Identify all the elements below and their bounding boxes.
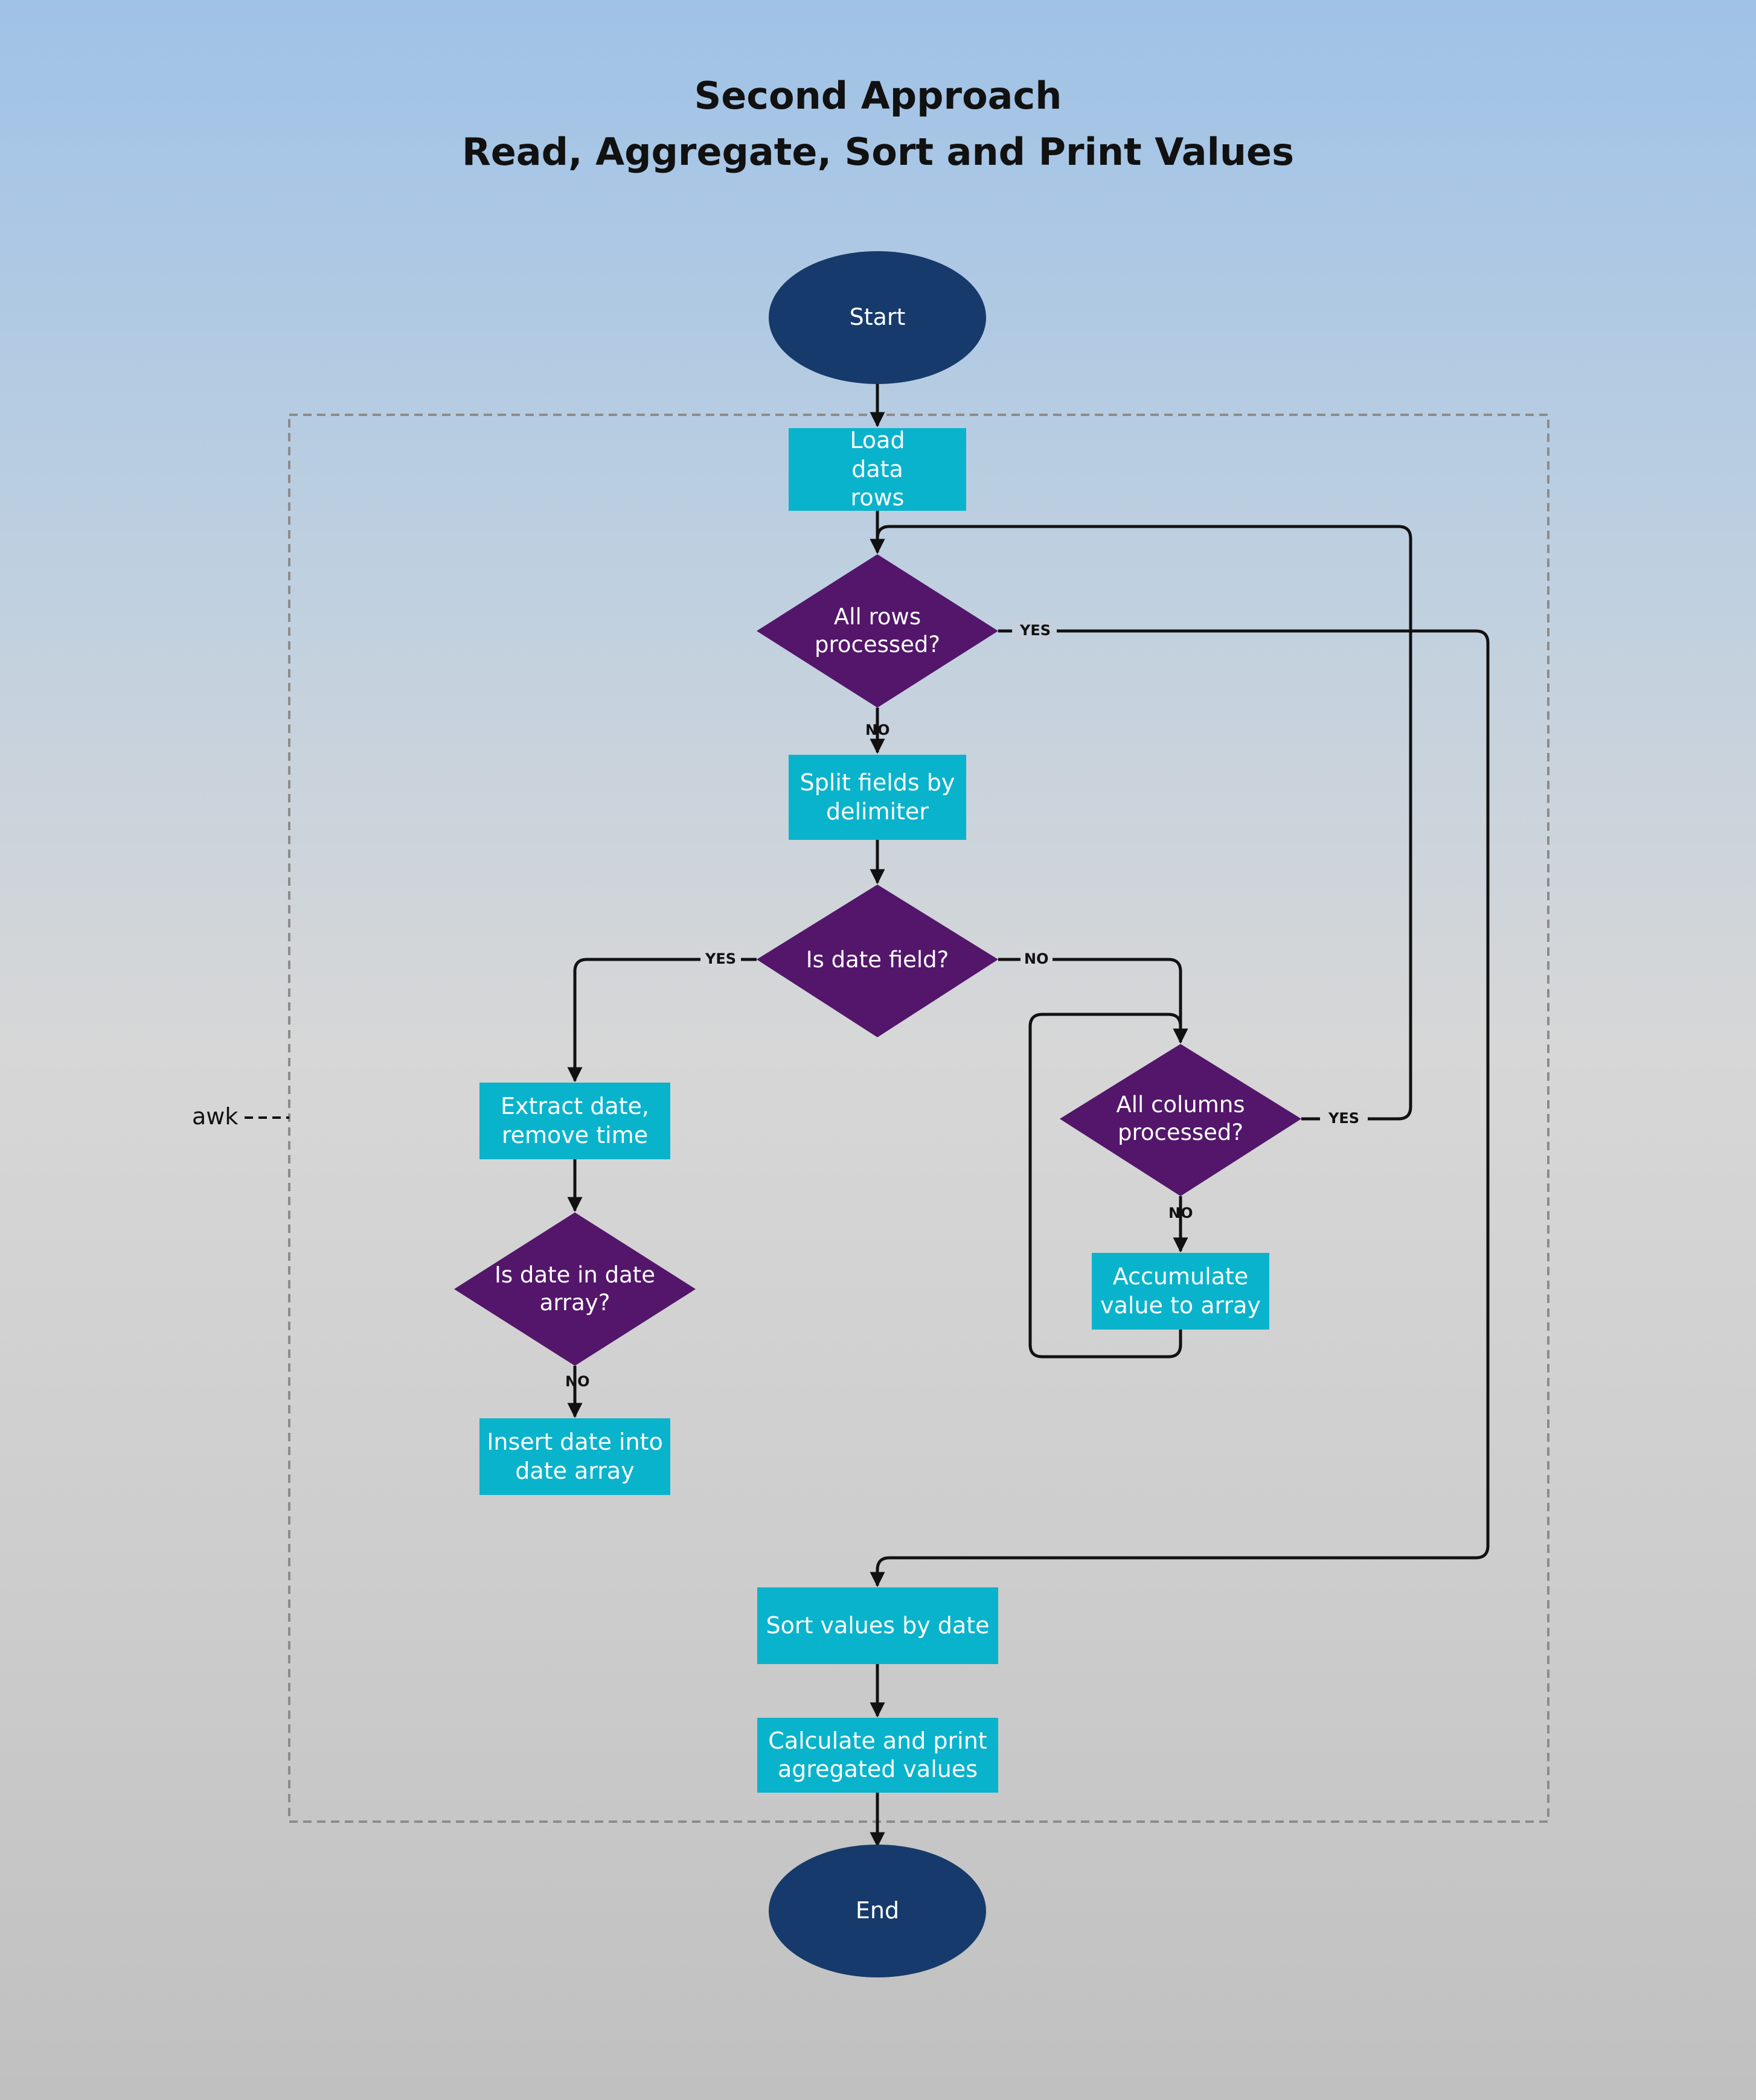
end-terminal — [769, 1845, 986, 1977]
insert-date-label: Insert date into date array — [487, 1429, 663, 1484]
diagram-title-line-2: Read, Aggregate, Sort and Print Values — [462, 130, 1294, 174]
edge-is-date-no-to-all-cols — [998, 958, 1188, 1044]
sort-values-label: Sort values by date — [766, 1612, 990, 1639]
calculate-print-label: Calculate and print agregated values — [768, 1727, 987, 1783]
awk-group-label: awk — [192, 1103, 239, 1130]
edge-label-in-array-no: NO — [565, 1373, 590, 1390]
sort-values-box — [757, 1587, 998, 1664]
is-date-field-decision — [757, 885, 998, 1037]
edge-all-rows-yes-to-sort — [870, 629, 1490, 1587]
split-fields-box — [789, 755, 966, 840]
edge-is-date-yes-to-extract — [567, 958, 757, 1083]
date-in-array-decision — [454, 1212, 696, 1366]
accumulate-value-label: Accumulate value to array — [1100, 1263, 1261, 1319]
edge-label-all-cols-yes: YES — [1320, 1110, 1368, 1127]
end-label: End — [855, 1897, 900, 1924]
edge-label-is-date-no: NO — [1021, 950, 1053, 967]
accumulate-value-box — [1092, 1253, 1269, 1330]
edge-label-is-date-yes: YES — [700, 950, 742, 967]
split-fields-label: Split fields by delimiter — [799, 769, 955, 825]
date-in-array-label: Is date in date array? — [494, 1261, 656, 1316]
all-rows-processed-decision — [757, 554, 998, 708]
edge-label-all-rows-yes: YES — [1020, 622, 1051, 639]
calculate-print-box — [757, 1718, 998, 1793]
start-label: Start — [849, 304, 906, 331]
extract-date-box — [479, 1083, 670, 1159]
extract-date-label: Extract date, remove time — [501, 1093, 649, 1148]
all-columns-processed-decision — [1060, 1044, 1301, 1196]
edge-label-all-cols-no: NO — [1168, 1205, 1193, 1221]
all-columns-processed-label: All columns processed? — [1116, 1091, 1245, 1145]
load-data-rows-box — [789, 428, 966, 511]
edge-label-gaps — [1012, 621, 1057, 641]
start-terminal — [769, 251, 986, 384]
edge-label-all-rows-no: NO — [865, 722, 890, 738]
edge-all-cols-yes-loop-to-all-rows — [870, 525, 1412, 1121]
is-date-field-label: Is date field? — [806, 946, 949, 973]
load-data-rows-label: Load data rows — [850, 427, 905, 511]
insert-date-box — [479, 1418, 670, 1495]
edge-accumulate-loop-back — [1028, 1013, 1188, 1359]
all-rows-processed-label: All rows processed? — [814, 603, 941, 658]
diagram-title-line-1: Second Approach — [694, 74, 1062, 118]
